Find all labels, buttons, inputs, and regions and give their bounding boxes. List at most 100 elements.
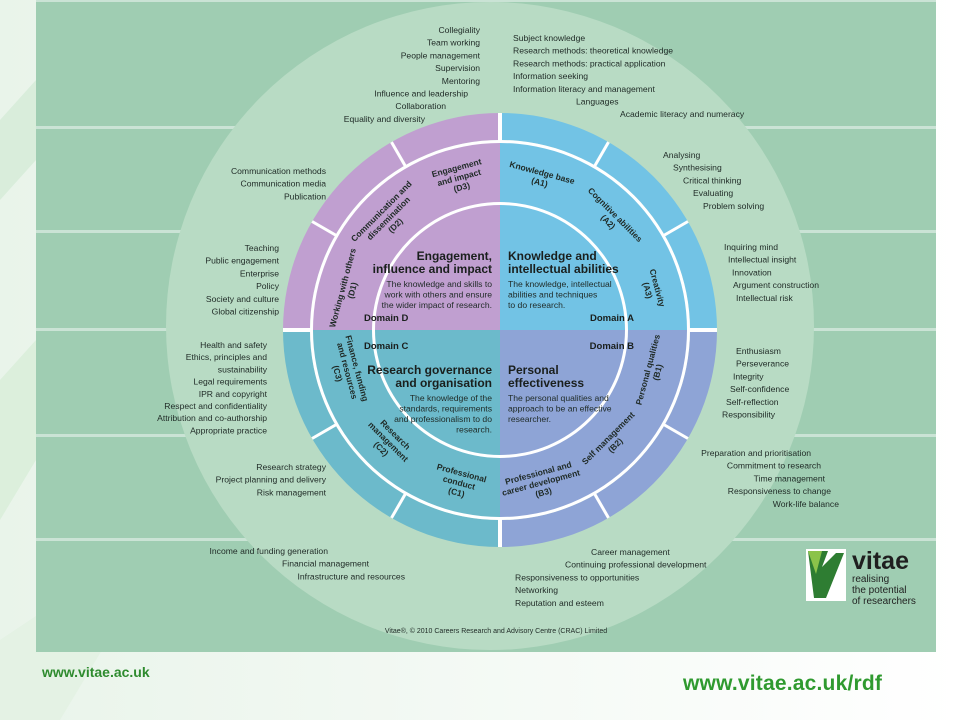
descriptor-item: Information literacy and management <box>513 84 655 94</box>
descriptor-item: Self-confidence <box>730 384 789 394</box>
domain-description-line: to do research. <box>508 300 565 310</box>
domain-b-sub-ring <box>500 330 687 517</box>
domain-description-line: approach to be an effective <box>508 404 612 414</box>
domain-description-line: research. <box>456 425 492 435</box>
descriptor-item: Respect and confidentiality <box>164 401 267 411</box>
descriptor-item: Research methods: practical application <box>513 58 666 68</box>
descriptor-item: Team working <box>427 38 480 48</box>
descriptor-item: Time management <box>754 473 826 483</box>
descriptor-item: Perseverance <box>736 359 789 369</box>
descriptor-item: Society and culture <box>206 294 279 304</box>
descriptor-item: Subject knowledge <box>513 33 585 43</box>
inner-domains <box>310 140 690 520</box>
descriptor-item: IPR and copyright <box>199 389 268 399</box>
domain-title-line: influence and impact <box>373 262 492 276</box>
descriptor-item: Preparation and prioritisation <box>701 448 811 458</box>
descriptor-item: Synthesising <box>673 163 722 173</box>
domain-d-outer-ring <box>283 113 500 330</box>
logo-tagline-line: realising <box>852 574 889 585</box>
domain-description-line: The personal qualities and <box>508 393 609 403</box>
domain-c-outer-ring <box>283 330 500 547</box>
domain-label: Domain A <box>590 313 634 324</box>
descriptor-item: Infrastructure and resources <box>298 571 405 581</box>
footer-url-right[interactable]: www.vitae.ac.uk/rdf <box>683 672 883 695</box>
domain-description-line: The knowledge of the <box>410 393 492 403</box>
domain-description-line: abilities and techniques <box>508 290 597 300</box>
domain-description-line: work with others and ensure <box>384 290 493 300</box>
descriptor-item: Analysing <box>663 150 700 160</box>
domain-title-line: and organisation <box>395 376 492 390</box>
subdomain-label-line: (B3) <box>534 485 553 499</box>
domain-description-line: the wider impact of research. <box>382 300 492 310</box>
domain-title-line: intellectual abilities <box>508 262 619 276</box>
descriptor-item: Communication methods <box>231 166 326 176</box>
domain-b-outer-ring <box>500 330 717 547</box>
subdomain-label-line: (B1) <box>650 363 664 382</box>
domain-description-line: standards, requirements <box>399 404 492 414</box>
descriptor-item: Innovation <box>732 267 772 277</box>
footer-url-left[interactable]: www.vitae.ac.uk <box>42 664 150 680</box>
descriptor-item: Research methods: theoretical knowledge <box>513 46 673 56</box>
descriptor-item: Reputation and esteem <box>515 598 604 608</box>
domain-title-line: Engagement, <box>417 249 492 263</box>
logo-tagline-line: of researchers <box>852 596 916 607</box>
descriptor-item: Project planning and delivery <box>216 475 327 485</box>
descriptor-item: Global citizenship <box>212 307 280 317</box>
descriptor-item: Inquiring mind <box>724 242 778 252</box>
descriptor-item: Communication media <box>241 179 327 189</box>
domain-a-sub-ring <box>500 143 687 330</box>
descriptor-item: Public engagement <box>205 256 279 266</box>
descriptor-item: Work-life balance <box>773 499 839 509</box>
domain-title-line: Research governance <box>367 363 492 377</box>
subdomain-label-line: (C1) <box>447 485 466 499</box>
descriptor-item: Self-reflection <box>726 397 779 407</box>
descriptor-item: Equality and diversity <box>344 114 426 124</box>
descriptor-item: Languages <box>576 97 619 107</box>
descriptor-item: Intellectual risk <box>736 293 794 303</box>
descriptor-list-b1: EnthusiasmPerseveranceIntegritySelf-conf… <box>722 346 789 420</box>
descriptor-item: Health and safety <box>200 340 268 350</box>
researcher-development-framework-poster: Knowledge base(A1)Cognitive abilities(A2… <box>36 0 936 652</box>
descriptor-item: Problem solving <box>703 201 764 211</box>
descriptor-item: Income and funding generation <box>210 546 329 556</box>
descriptor-item: Commitment to research <box>727 461 821 471</box>
domain-description-line: The knowledge and skills to <box>386 279 492 289</box>
descriptor-item: Argument construction <box>733 280 819 290</box>
stripe <box>36 0 936 2</box>
descriptor-item: Influence and leadership <box>374 89 468 99</box>
domain-b-core <box>500 330 625 455</box>
descriptor-item: Enthusiasm <box>736 346 781 356</box>
domain-title-line: Knowledge and <box>508 249 597 263</box>
descriptor-item: Integrity <box>733 371 764 381</box>
domain-c-core <box>375 330 500 455</box>
descriptor-item: Intellectual insight <box>728 255 797 265</box>
subdomain-label-line: (C3) <box>331 364 345 383</box>
descriptor-item: Information seeking <box>513 71 588 81</box>
descriptor-item: Attribution and co-authorship <box>157 413 267 423</box>
subdomain-label-line: (D3) <box>452 180 471 194</box>
descriptor-item: Evaluating <box>693 188 733 198</box>
descriptor-item: Responsibility <box>722 410 776 420</box>
domain-label: Domain C <box>364 341 408 352</box>
descriptor-list-b2: Preparation and prioritisationCommitment… <box>701 448 839 509</box>
domain-description-line: and professionalism to do <box>394 414 492 424</box>
domain-d-core <box>375 205 500 330</box>
subdomain-label-line: (D1) <box>345 281 359 300</box>
vitae-logo: vitae realising the potential of researc… <box>806 547 916 607</box>
descriptor-item: Mentoring <box>442 76 480 86</box>
domain-description-line: The knowledge, intellectual <box>508 279 612 289</box>
descriptor-item: Financial management <box>282 559 370 569</box>
